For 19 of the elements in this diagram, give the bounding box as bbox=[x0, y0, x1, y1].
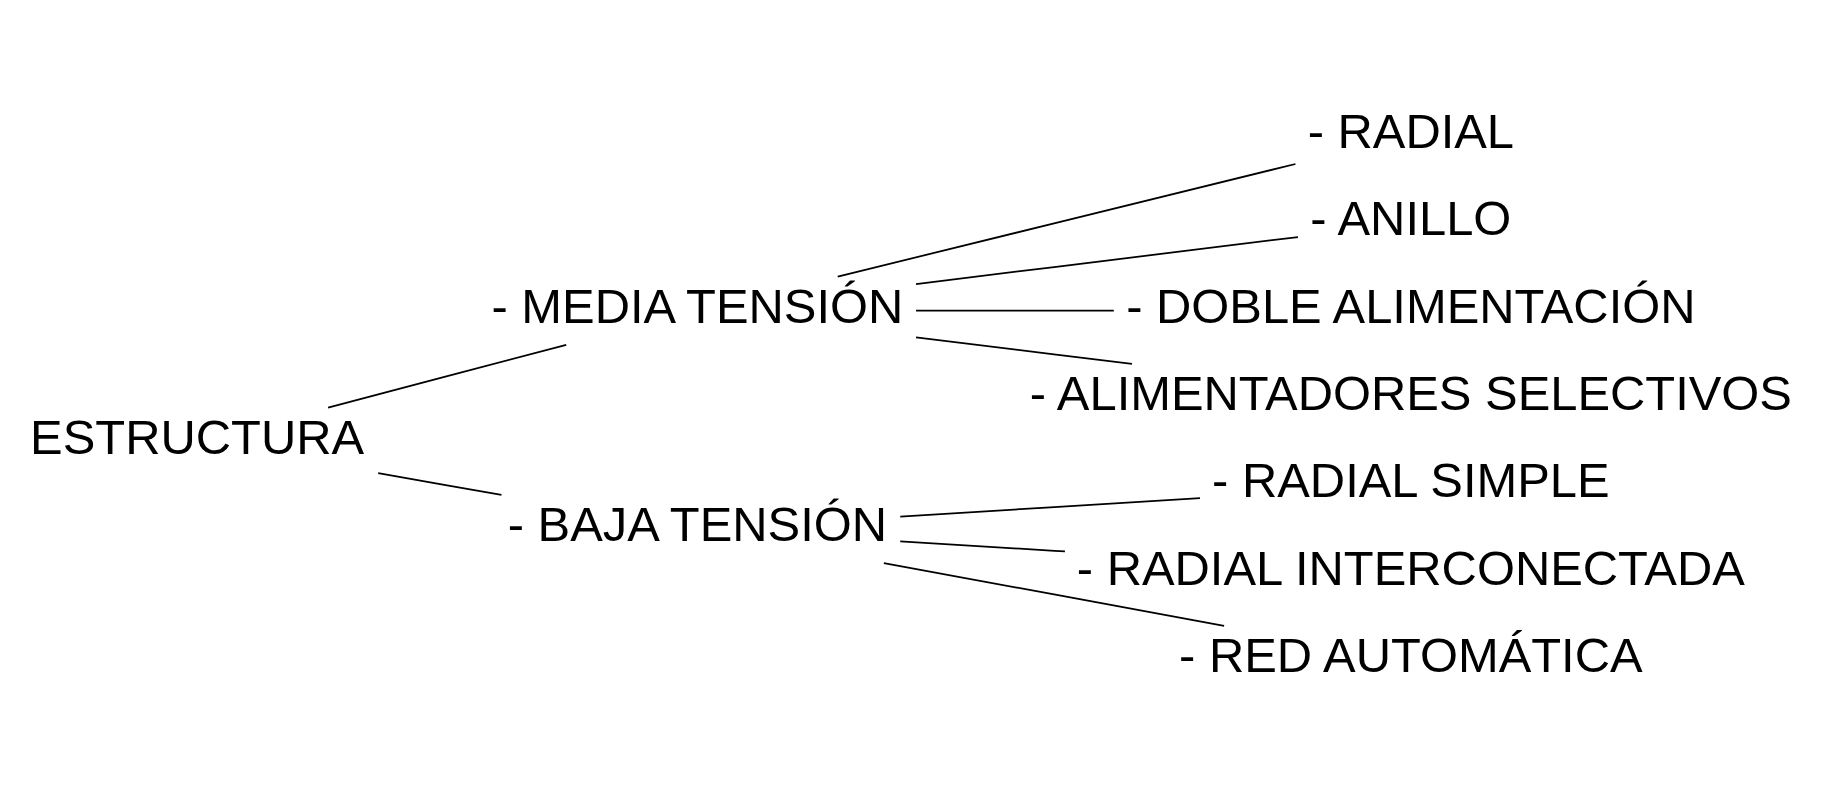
connector bbox=[899, 496, 1201, 517]
node-text: - RADIAL INTERCONECTADA bbox=[1076, 540, 1745, 595]
node-text: - RADIAL SIMPLE bbox=[1212, 452, 1610, 507]
node-text: - BAJA TENSIÓN bbox=[507, 496, 888, 551]
node-text: - MEDIA TENSIÓN bbox=[491, 278, 904, 333]
node-text: - RADIAL bbox=[1307, 103, 1515, 158]
node-text: - RED AUTOMÁTICA bbox=[1179, 627, 1643, 682]
connector bbox=[915, 335, 1133, 365]
node-text: - ALIMENTADORES SELECTIVOS bbox=[1029, 365, 1792, 420]
node-text: - DOBLE ALIMENTACIÓN bbox=[1126, 278, 1696, 333]
connector bbox=[836, 162, 1297, 277]
connector bbox=[915, 309, 1115, 312]
connector bbox=[377, 471, 503, 496]
connector bbox=[882, 561, 1225, 627]
node-text: - ANILLO bbox=[1310, 190, 1512, 245]
connector bbox=[899, 539, 1066, 552]
node-text: ESTRUCTURA bbox=[30, 409, 365, 464]
connector bbox=[915, 235, 1299, 285]
connector bbox=[327, 343, 568, 408]
